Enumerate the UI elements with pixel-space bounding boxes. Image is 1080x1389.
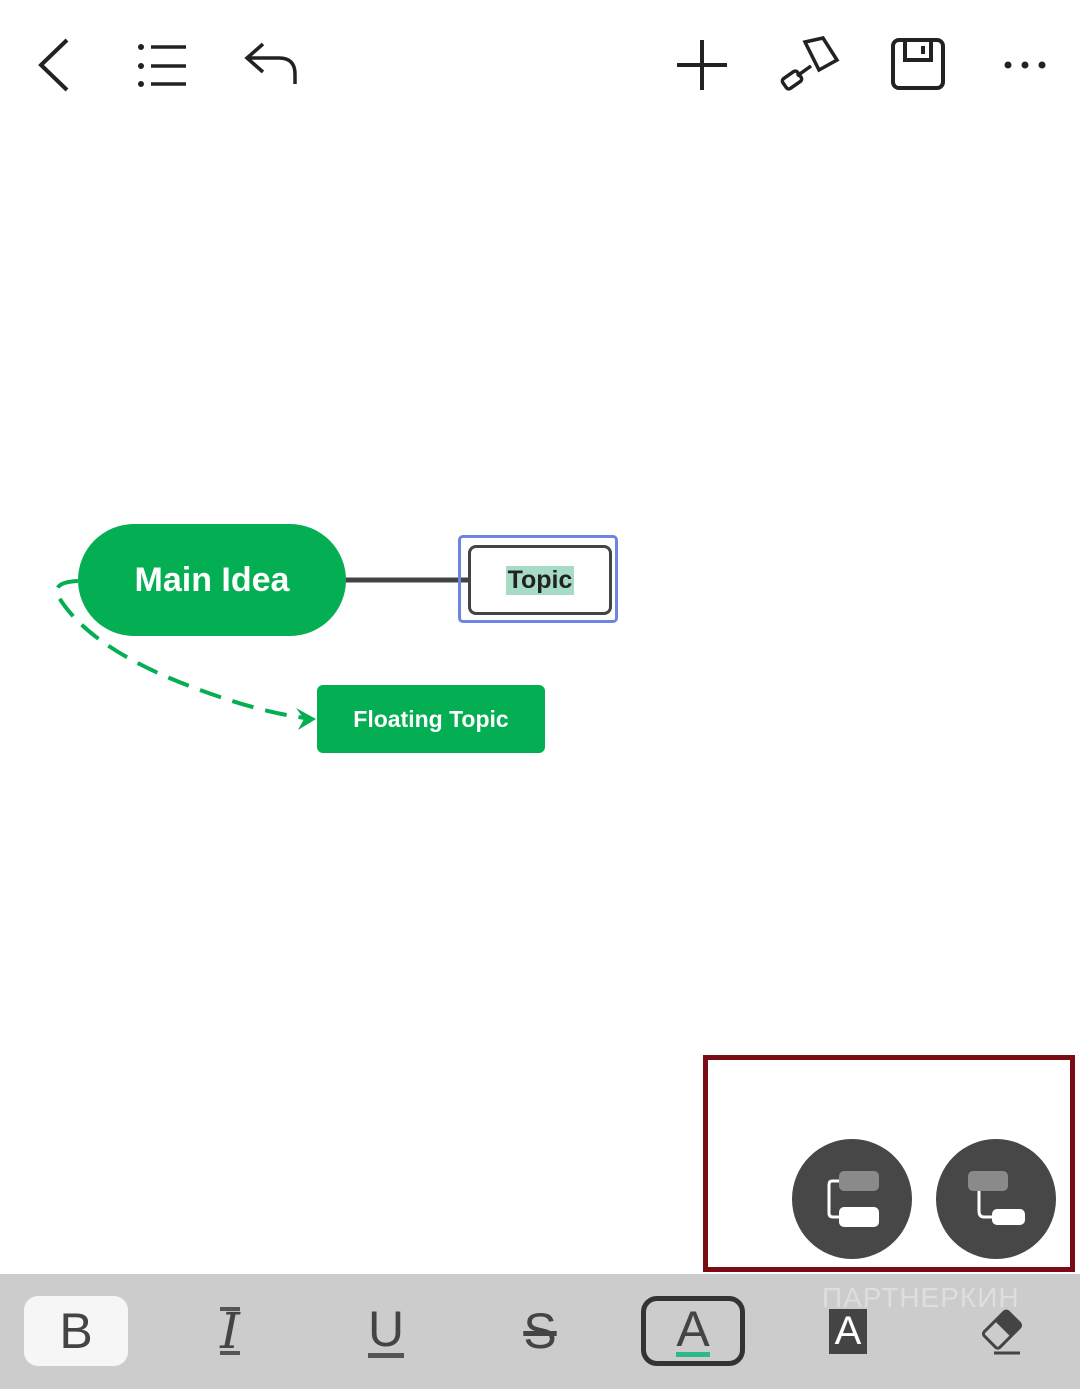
format-toolbar: B I U S A A ПАРТНЕРКИН (0, 1274, 1080, 1389)
outline-button[interactable] (126, 30, 196, 100)
underline-button[interactable]: U (334, 1296, 438, 1366)
topic-node[interactable]: Topic (468, 545, 612, 615)
text-background-icon: A (828, 1308, 868, 1354)
topic-selection-frame (458, 535, 618, 623)
text-background-button[interactable]: A (796, 1296, 900, 1366)
undo-icon (244, 42, 297, 84)
bold-button[interactable]: B (24, 1296, 128, 1366)
back-button[interactable] (20, 30, 90, 100)
outline-list-icon (138, 44, 186, 87)
italic-button[interactable]: I (178, 1296, 282, 1366)
layout-left-button[interactable] (792, 1139, 912, 1259)
eraser-icon (981, 1309, 1023, 1355)
relationship-arrow-icon (296, 708, 316, 730)
format-painter-button[interactable] (775, 30, 845, 100)
add-button[interactable] (667, 30, 737, 100)
save-button[interactable] (883, 30, 953, 100)
text-color-button[interactable]: A (641, 1296, 745, 1366)
highlight-box (703, 1055, 1075, 1272)
back-icon (38, 38, 69, 92)
layout-left-tree-icon (827, 1171, 879, 1227)
more-button[interactable] (990, 30, 1060, 100)
bold-icon: B (59, 1303, 93, 1359)
watermark: ПАРТНЕРКИН (822, 1282, 1020, 1313)
floating-topic-node[interactable]: Floating Topic (317, 685, 545, 753)
main-idea-node[interactable]: Main Idea (78, 524, 346, 636)
underline-icon: U (367, 1300, 405, 1358)
floating-topic-label: Floating Topic (353, 705, 509, 732)
main-idea-label: Main Idea (134, 560, 290, 599)
strikethrough-button[interactable]: S (488, 1296, 592, 1366)
more-icon (1004, 61, 1046, 69)
format-painter-icon (780, 36, 840, 91)
topic-label[interactable]: Topic (505, 565, 575, 595)
undo-button[interactable] (235, 30, 305, 100)
italic-icon: I (220, 1302, 240, 1360)
strikethrough-icon: S (523, 1303, 557, 1359)
save-icon (891, 38, 945, 90)
layout-right-button[interactable] (936, 1139, 1056, 1259)
eraser-button[interactable] (950, 1296, 1054, 1366)
text-color-icon: A (676, 1300, 710, 1357)
add-icon (677, 40, 727, 90)
floating-relationship-line (55, 579, 306, 720)
layout-right-tree-icon (968, 1171, 1025, 1225)
